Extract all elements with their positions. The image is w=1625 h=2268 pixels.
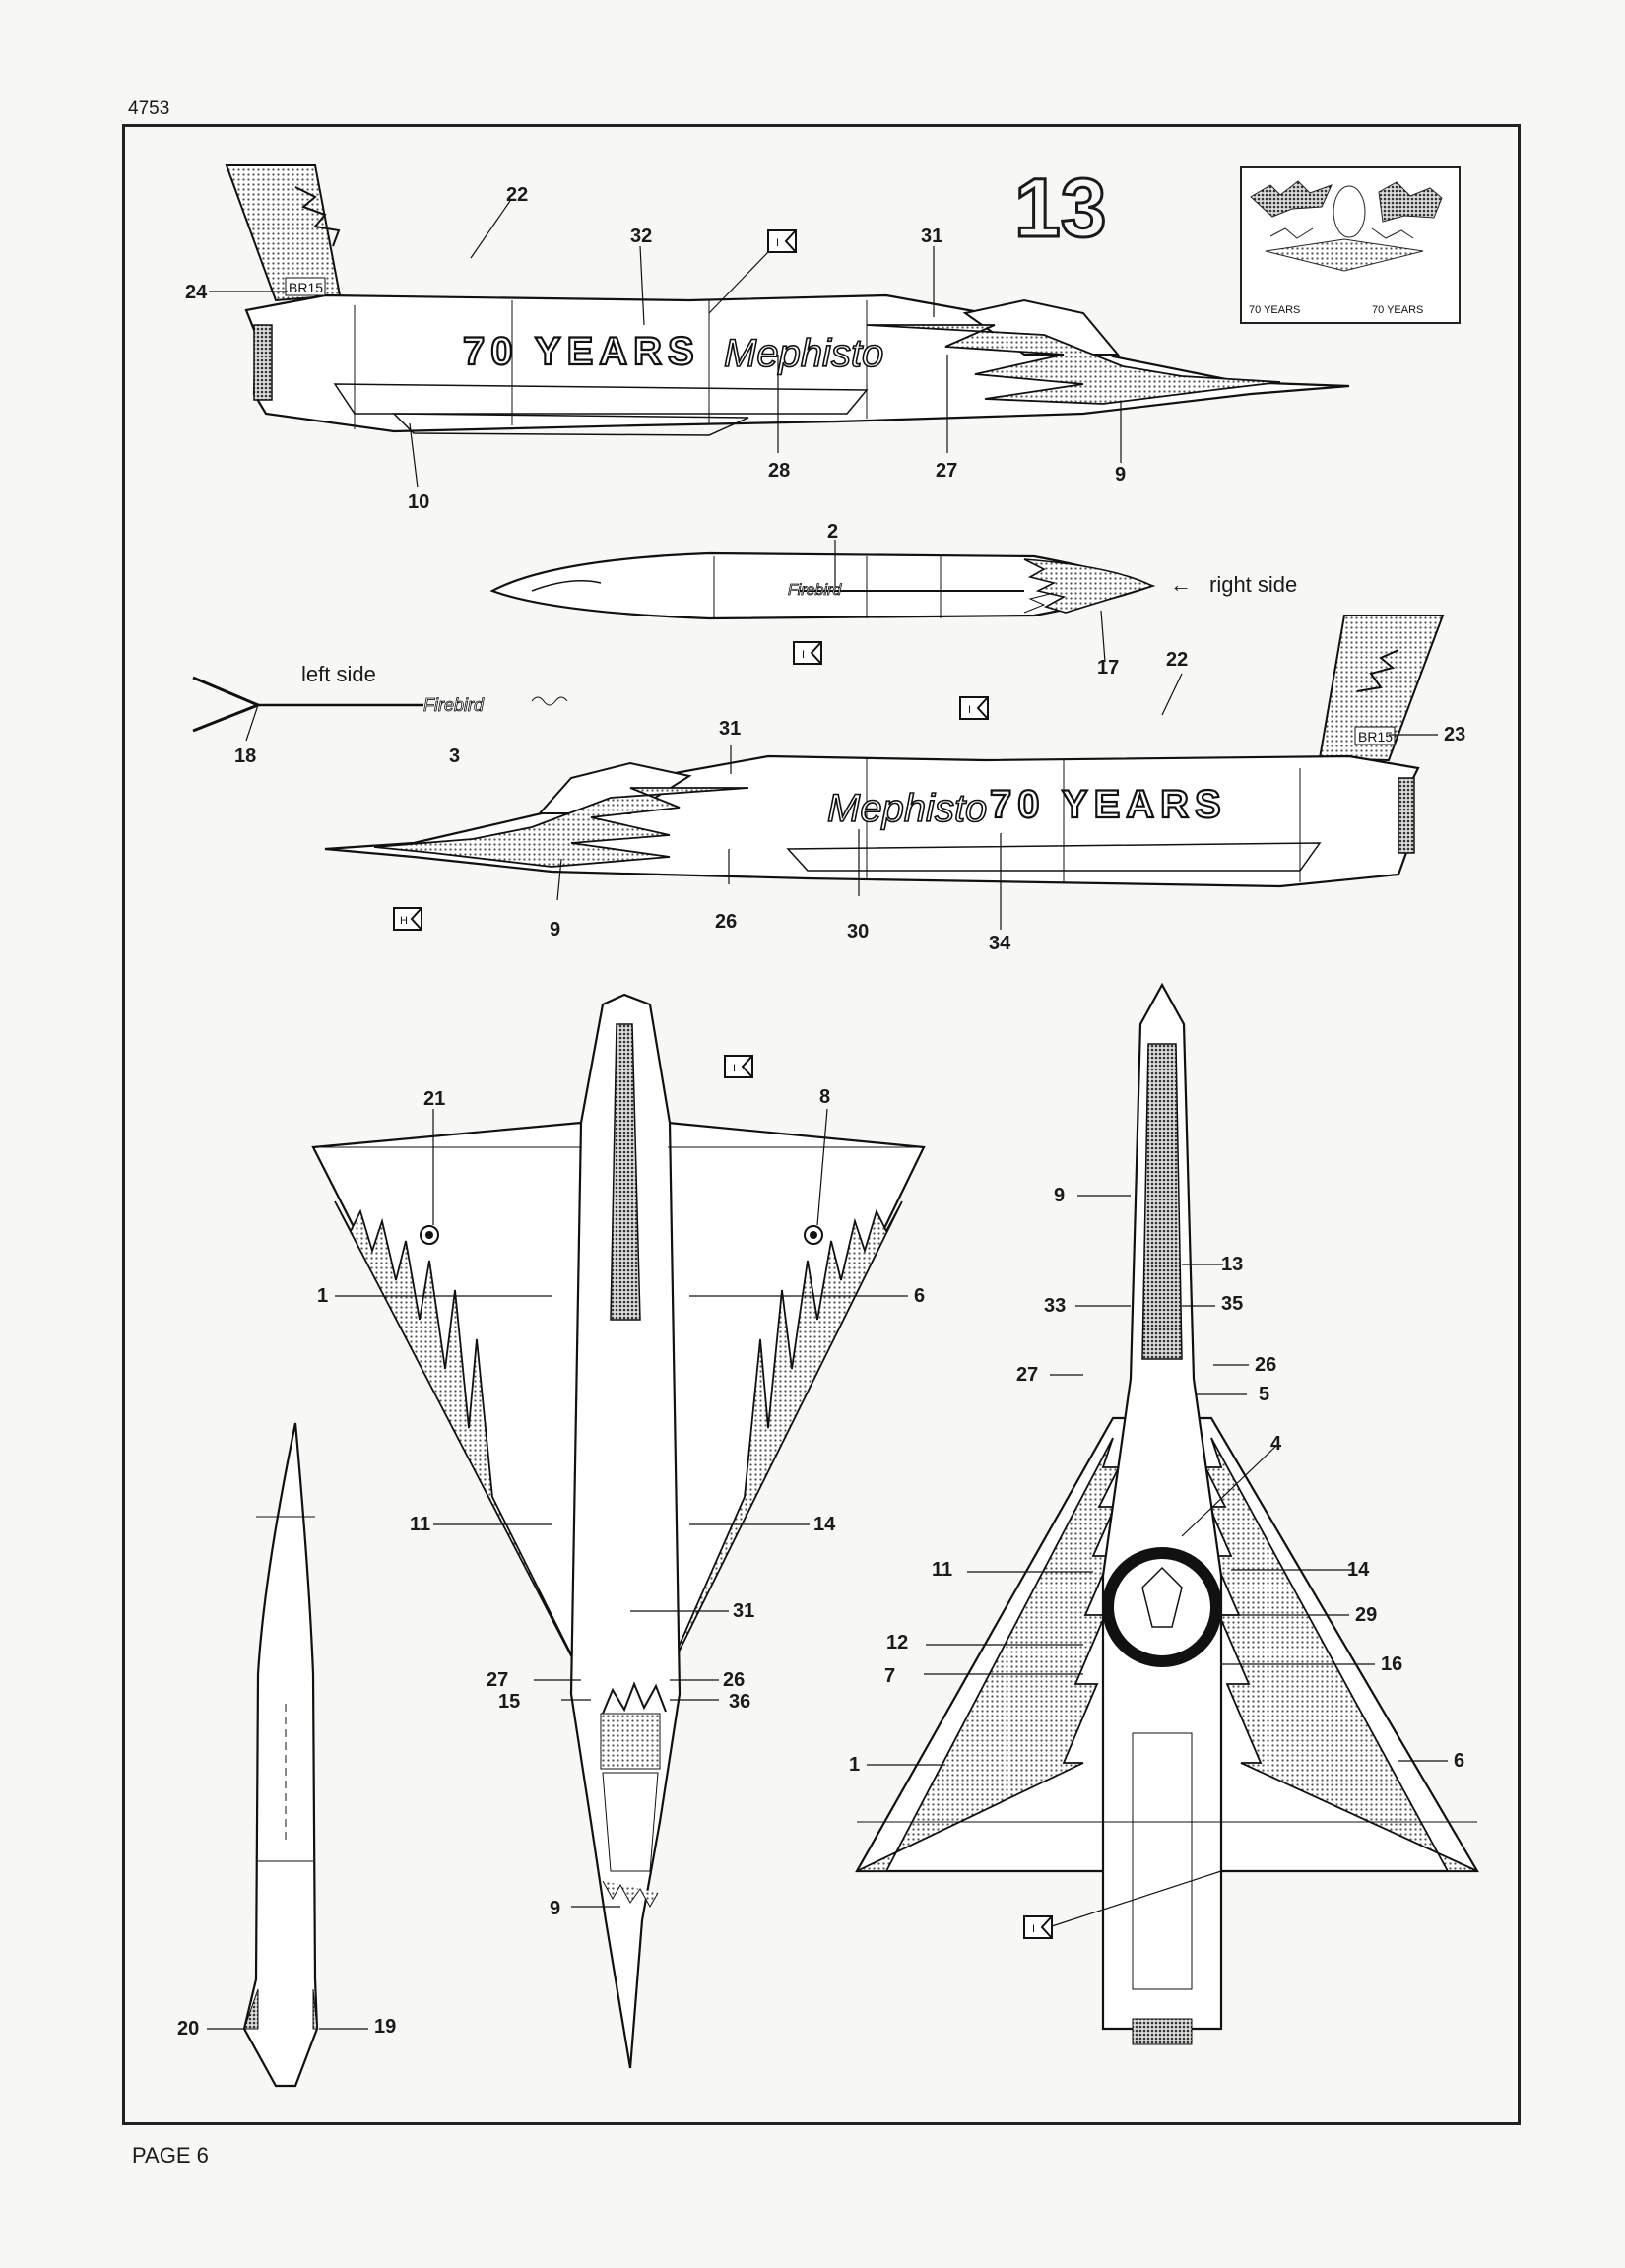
callout-2: 2	[827, 521, 838, 543]
callout-35: 35	[1221, 1293, 1243, 1315]
callout-13: 13	[1221, 1254, 1243, 1275]
callout-11-upper: 11	[410, 1514, 430, 1535]
fuselage-text-upper: 70 YEARS	[463, 330, 700, 373]
page-code: 4753	[128, 98, 170, 119]
callout-1-upper: 1	[317, 1285, 328, 1307]
callout-3: 3	[449, 745, 460, 767]
callout-31-plan: 31	[733, 1600, 754, 1622]
aircraft-right-profile: 70 YEARS Mephisto BR15	[324, 615, 1445, 888]
callout-36: 36	[729, 1691, 750, 1713]
drop-tank: Firebird	[489, 551, 1156, 620]
tail-code-lower: BR15	[1358, 729, 1393, 745]
callout-16: 16	[1381, 1653, 1402, 1675]
flag-markers: I I I H I I	[393, 229, 1053, 1939]
fuselage-text-lower: 70 YEARS	[990, 783, 1227, 826]
callout-32: 32	[630, 226, 652, 247]
left-arrow-icon: ←	[1170, 572, 1192, 597]
nose-script-lower: Mephisto	[827, 787, 987, 830]
callout-9-plan: 9	[550, 1898, 560, 1919]
callout-6-upper: 6	[914, 1285, 925, 1307]
callout-7: 7	[884, 1665, 895, 1687]
flag-i-mid: I	[968, 704, 971, 716]
callout-31-lower: 31	[719, 718, 741, 740]
flag-i-top: I	[776, 237, 779, 249]
callout-30: 30	[847, 921, 869, 942]
callout-numbers: 22 32 31 24 28 27 9 10 2 17 18 3 22 23 3…	[177, 184, 1465, 2040]
callout-22-lower: 22	[1166, 649, 1188, 671]
callout-24: 24	[185, 282, 208, 303]
callout-9-lowerplan: 9	[1054, 1185, 1065, 1206]
callout-20: 20	[177, 2018, 199, 2040]
preview-text-2: 70 YEARS	[1372, 304, 1423, 316]
callout-33: 33	[1044, 1295, 1066, 1317]
callout-21: 21	[423, 1088, 445, 1110]
callout-5: 5	[1259, 1384, 1269, 1405]
missile	[242, 1422, 319, 2088]
leader-lines	[207, 200, 1448, 2030]
callout-34: 34	[989, 933, 1011, 954]
callout-11-lowerplan: 11	[932, 1559, 952, 1581]
preview-text-1: 70 YEARS	[1249, 304, 1300, 316]
callout-17: 17	[1097, 657, 1119, 679]
callout-27-lowerplan: 27	[1016, 1364, 1038, 1386]
callout-23: 23	[1444, 724, 1465, 745]
callout-27-plan: 27	[487, 1669, 508, 1691]
drop-tank-left-strip: Firebird	[192, 676, 568, 742]
tail-code-upper: BR15	[289, 280, 323, 295]
profile-number: 13	[1014, 162, 1106, 254]
page-footer: PAGE 6	[132, 2143, 209, 2168]
callout-27-top: 27	[936, 460, 957, 482]
aircraft-left-profile: 70 YEARS Mephisto BR15	[225, 164, 1350, 436]
callout-9-lower: 9	[550, 919, 560, 940]
flag-i-tank: I	[802, 649, 805, 661]
callout-28: 28	[768, 460, 790, 482]
callout-26-lowerplan: 26	[1255, 1354, 1276, 1376]
right-side-label: right side	[1209, 572, 1297, 597]
callout-14-lowerplan: 14	[1347, 1559, 1370, 1581]
flag-i-lower: I	[1032, 1923, 1035, 1935]
callout-1-lowerplan: 1	[849, 1754, 860, 1776]
callout-4: 4	[1270, 1433, 1282, 1455]
callout-12: 12	[886, 1632, 908, 1653]
callout-26-plan: 26	[723, 1669, 745, 1691]
callout-31-top: 31	[921, 226, 942, 247]
nose-script-upper: Mephisto	[724, 332, 883, 375]
aircraft-lower-plan	[855, 982, 1479, 2045]
tank-script-right: Firebird	[788, 582, 842, 599]
callout-29: 29	[1355, 1604, 1377, 1626]
callout-19: 19	[374, 2016, 396, 2038]
tank-script-left: Firebird	[423, 695, 485, 715]
callout-18: 18	[234, 745, 256, 767]
callout-15: 15	[498, 1691, 520, 1713]
flag-h: H	[400, 915, 408, 927]
callout-6-lowerplan: 6	[1454, 1750, 1464, 1772]
left-side-label: left side	[301, 662, 376, 686]
callout-10: 10	[408, 491, 429, 513]
callout-9-top: 9	[1115, 464, 1126, 486]
callout-26-lower: 26	[715, 911, 737, 933]
callout-14-upper: 14	[813, 1514, 836, 1535]
instruction-frame	[122, 124, 1521, 2125]
flag-i-plan: I	[733, 1063, 736, 1074]
callout-22-top: 22	[506, 184, 528, 206]
callout-8: 8	[819, 1086, 830, 1108]
decal-sheet-preview: 70 YEARS 70 YEARS	[1240, 166, 1461, 324]
aircraft-upper-plan	[311, 993, 926, 2069]
